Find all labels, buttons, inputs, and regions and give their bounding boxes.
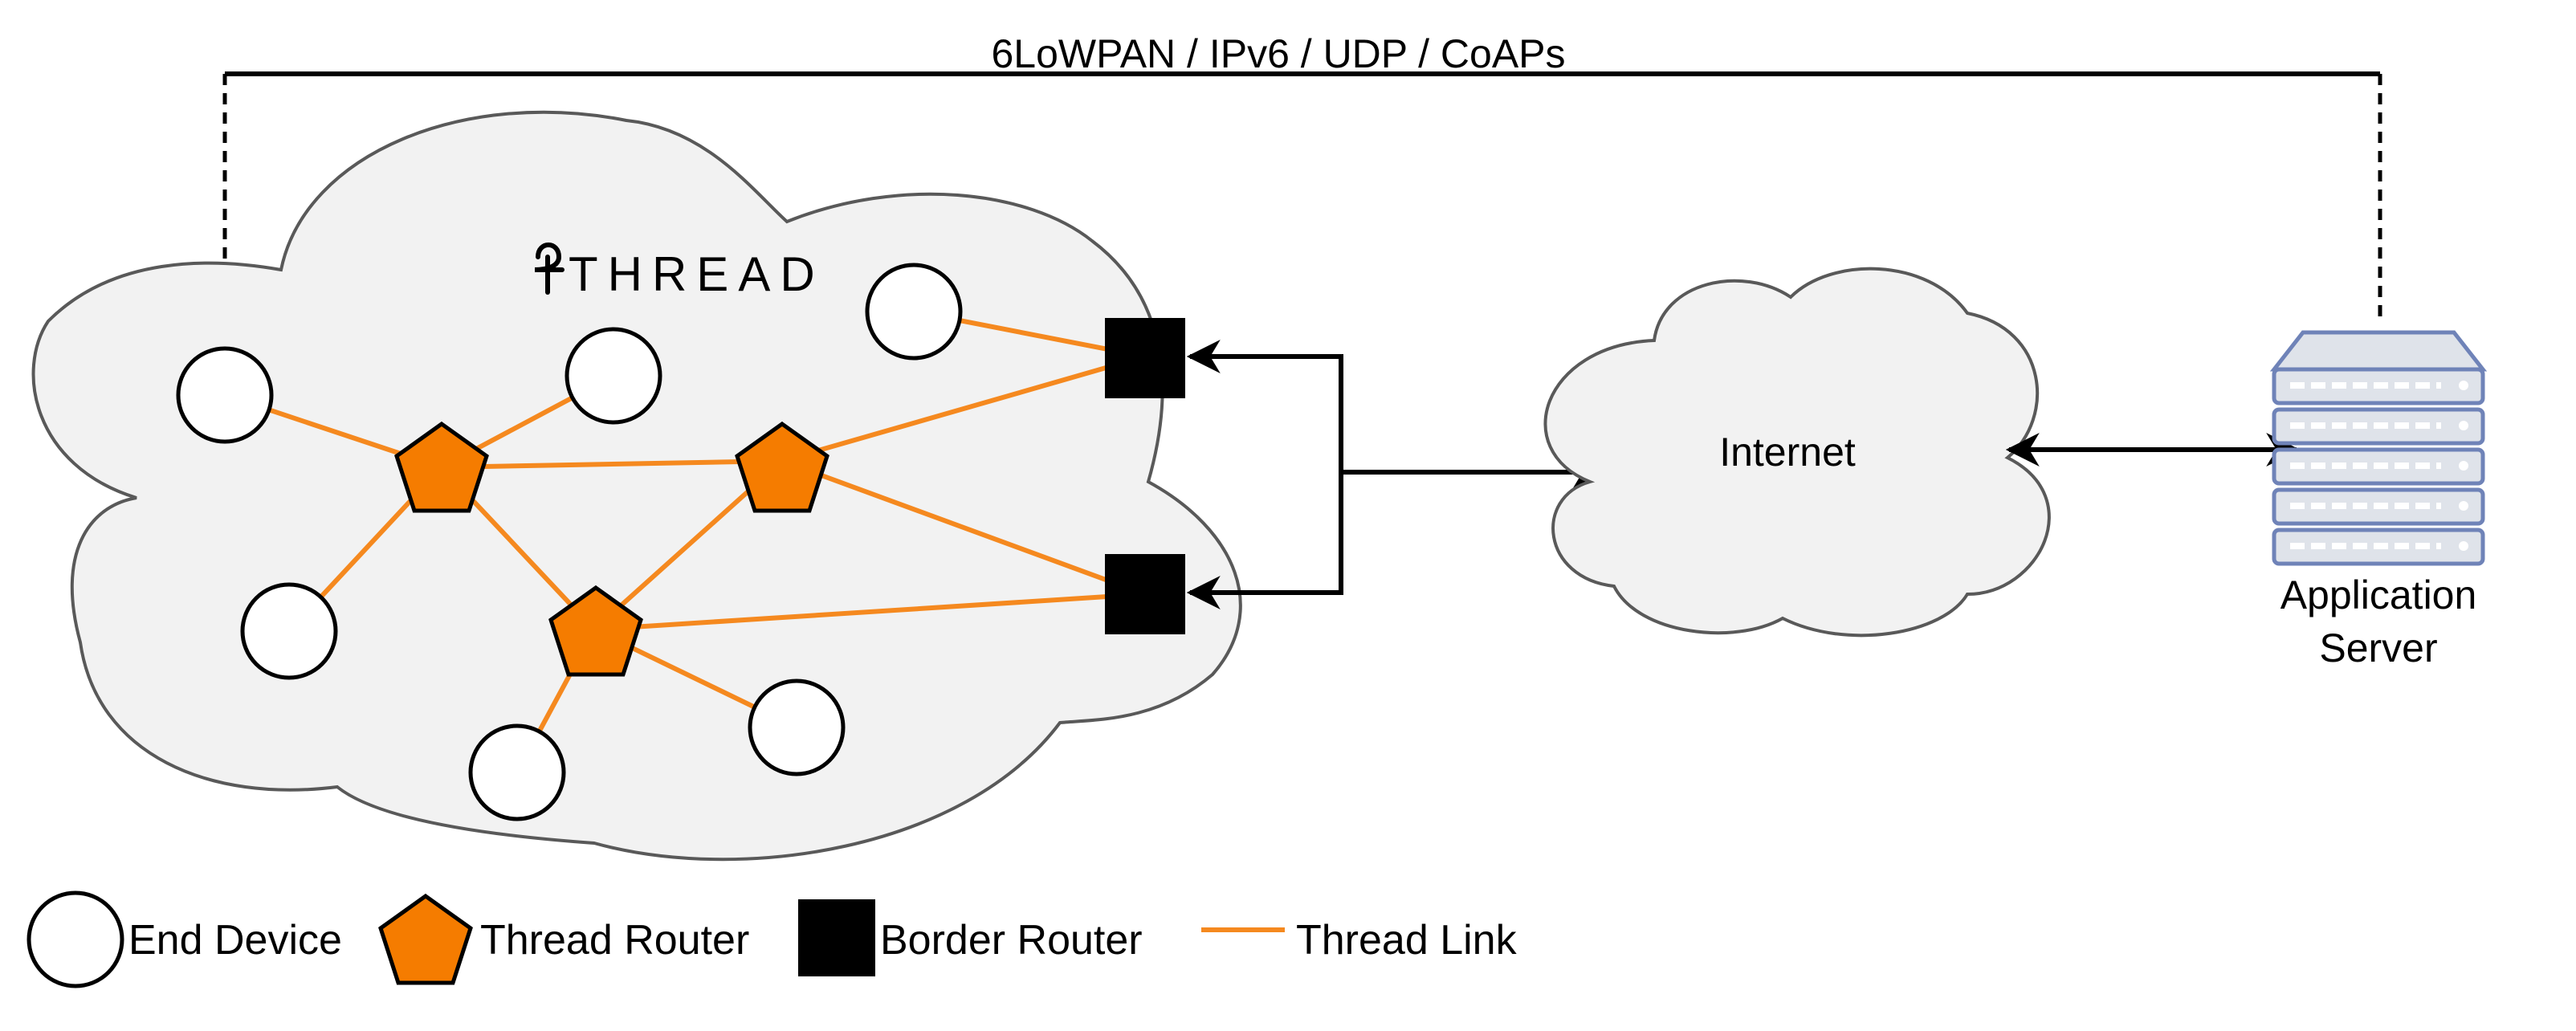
end-device xyxy=(468,723,566,821)
legend-border-router: Border Router xyxy=(798,899,1143,976)
border-router xyxy=(1105,554,1185,634)
end-device xyxy=(240,582,338,680)
server-icon xyxy=(2269,330,2488,566)
application-server: Application Server xyxy=(2269,330,2488,670)
thread-network-cloud xyxy=(31,110,1242,862)
thread-router xyxy=(735,421,829,513)
legend-end-device-icon xyxy=(26,890,124,988)
internet-label: Internet xyxy=(1719,430,1856,475)
end-device xyxy=(748,679,846,776)
border-routers xyxy=(1105,318,1185,634)
end-device xyxy=(565,327,662,425)
legend: End Device Thread Router Border Router T… xyxy=(26,890,1518,988)
thread-routers xyxy=(394,421,829,677)
thread-router xyxy=(548,585,643,677)
legend-end-device-label: End Device xyxy=(128,917,342,964)
server-label-line1: Application xyxy=(2280,573,2477,617)
end-devices xyxy=(176,263,963,821)
thread-logo-text: THREAD xyxy=(569,247,825,301)
protocol-label: 6LoWPAN / IPv6 / UDP / CoAPs xyxy=(991,31,1565,76)
thread-logo-icon xyxy=(534,242,565,295)
border-router-connectors xyxy=(1186,340,1607,609)
internet-cloud xyxy=(1543,267,2051,638)
legend-thread-link-label: Thread Link xyxy=(1296,917,1518,964)
server-label-line2: Server xyxy=(2319,626,2437,670)
thread-router xyxy=(394,421,489,513)
thread-logo: THREAD xyxy=(534,242,825,301)
legend-thread-link: Thread Link xyxy=(1201,917,1518,964)
legend-border-router-icon xyxy=(798,899,875,976)
border-router xyxy=(1105,318,1185,398)
legend-thread-router-icon xyxy=(378,893,473,985)
protocol-connection: 6LoWPAN / IPv6 / UDP / CoAPs xyxy=(222,31,2382,350)
legend-thread-router-label: Thread Router xyxy=(480,917,749,964)
legend-end-device: End Device xyxy=(26,890,342,988)
internet: Internet xyxy=(1543,267,2051,638)
end-device xyxy=(176,346,274,444)
legend-thread-router: Thread Router xyxy=(378,893,749,985)
legend-border-router-label: Border Router xyxy=(880,917,1143,964)
end-device xyxy=(865,263,963,361)
